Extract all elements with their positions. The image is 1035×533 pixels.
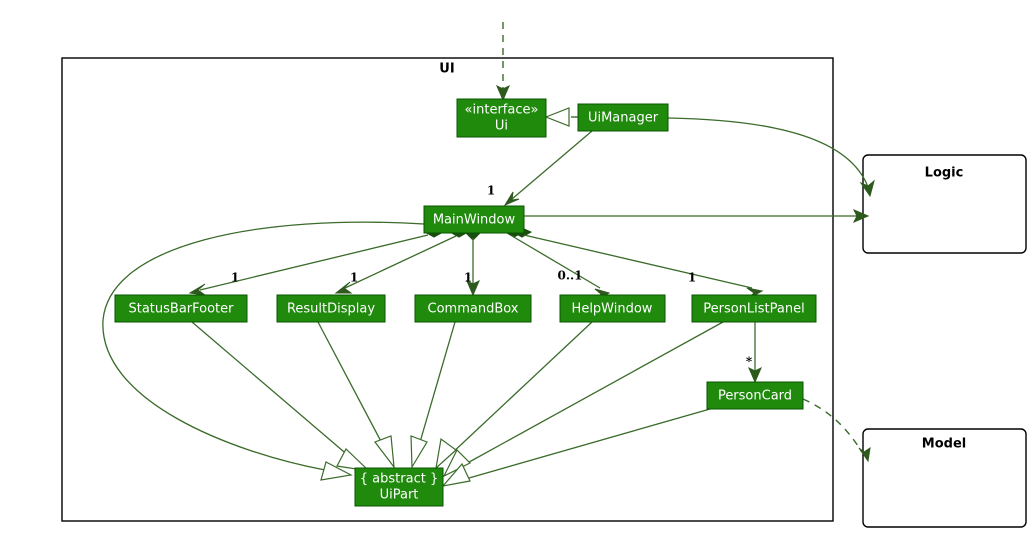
class-resultdisplay-box[interactable] xyxy=(276,294,386,323)
edge-uimanager-realizes-ui xyxy=(544,107,578,127)
class-helpwindow-name: HelpWindow xyxy=(572,302,653,317)
class-uipart-stereotype: { abstract } xyxy=(360,472,438,487)
class-personcard-name: PersonCard xyxy=(718,389,792,404)
class-ui-interface-stereotype: «interface» xyxy=(465,103,539,118)
edge-mainwindow-uipart xyxy=(102,221,425,481)
multiplicity-personlistpanel: 1 xyxy=(688,271,696,285)
class-helpwindow-box[interactable] xyxy=(559,294,666,323)
class-ui-interface[interactable]: «interface» Ui xyxy=(456,98,547,138)
class-personcard-box[interactable] xyxy=(706,381,804,410)
class-ui-interface-name: Ui xyxy=(495,119,508,134)
class-commandbox-name: CommandBox xyxy=(428,302,519,317)
multiplicity-personcard: * xyxy=(746,355,753,369)
class-uipart-box[interactable] xyxy=(354,467,444,507)
edge-resultdisplay-uipart xyxy=(317,321,395,470)
class-uimanager-box[interactable] xyxy=(577,103,669,132)
package-model-frame xyxy=(862,428,1027,528)
class-uimanager-name: UiManager xyxy=(588,111,659,126)
class-commandbox-box[interactable] xyxy=(414,294,532,323)
edge-external-to-ui xyxy=(496,22,510,102)
package-logic-label: Logic xyxy=(925,166,964,181)
class-mainwindow[interactable]: MainWindow xyxy=(423,205,525,234)
edge-statusbarfooter-uipart xyxy=(191,321,371,472)
multiplicity-commandbox: 1 xyxy=(464,271,472,285)
class-personlistpanel[interactable]: PersonListPanel xyxy=(691,294,817,323)
edge-uimanager-mainwindow xyxy=(503,130,593,207)
edge-personcard-model xyxy=(802,398,871,463)
class-uipart-name: UiPart xyxy=(380,488,419,503)
class-uimanager[interactable]: UiManager xyxy=(577,103,669,132)
edge-personcard-uipart xyxy=(441,408,711,487)
class-resultdisplay[interactable]: ResultDisplay xyxy=(276,294,386,323)
multiplicity-resultdisplay: 1 xyxy=(350,271,358,285)
package-model: Model xyxy=(862,428,1027,528)
class-statusbarfooter-name: StatusBarFooter xyxy=(128,302,234,317)
edge-personlistpanel-personcard xyxy=(748,322,762,384)
multiplicity-helpwindow: 0..1 xyxy=(557,269,582,283)
class-statusbarfooter[interactable]: StatusBarFooter xyxy=(114,294,248,323)
edge-helpwindow-uipart xyxy=(435,321,593,470)
edge-uimanager-logic xyxy=(667,117,875,198)
package-logic: Logic xyxy=(862,154,1027,254)
class-helpwindow[interactable]: HelpWindow xyxy=(559,294,666,323)
class-statusbarfooter-box[interactable] xyxy=(114,294,248,323)
package-ui-label: UI xyxy=(439,62,454,77)
class-mainwindow-name: MainWindow xyxy=(433,213,516,228)
edge-commandbox-uipart xyxy=(410,321,456,470)
class-resultdisplay-name: ResultDisplay xyxy=(287,302,375,317)
multiplicity-mainwindow: 1 xyxy=(487,184,495,198)
class-commandbox[interactable]: CommandBox xyxy=(414,294,532,323)
class-uipart[interactable]: { abstract } UiPart xyxy=(354,467,444,507)
package-model-label: Model xyxy=(922,437,966,452)
edge-mainwindow-logic xyxy=(524,209,870,223)
package-logic-frame xyxy=(862,154,1027,254)
class-mainwindow-box[interactable] xyxy=(423,205,525,234)
class-personlistpanel-name: PersonListPanel xyxy=(703,302,804,317)
multiplicity-statusbarfooter: 1 xyxy=(231,271,239,285)
class-ui-interface-box[interactable] xyxy=(456,98,547,138)
class-personlistpanel-box[interactable] xyxy=(691,294,817,323)
class-personcard[interactable]: PersonCard xyxy=(706,381,804,410)
